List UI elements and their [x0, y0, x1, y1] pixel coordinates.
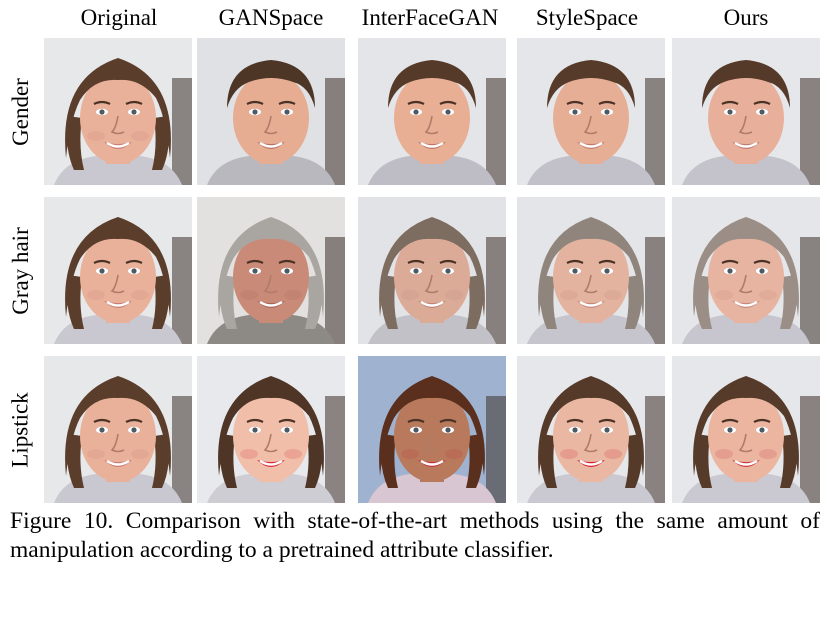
face-portrait: [197, 356, 345, 503]
column-header-ours: Ours: [723, 5, 769, 30]
column-header-stylespace: StyleSpace: [535, 5, 639, 30]
face-image-gray-hair-interfacegan: [358, 197, 506, 344]
face-image-lipstick-original: [44, 356, 192, 503]
face-image-gray-hair-ganspace: [197, 197, 345, 344]
figure-caption: Figure 10. Comparison with state-of-the-…: [10, 508, 820, 563]
column-header-ganspace: GANSpace: [218, 5, 324, 30]
face-image-gray-hair-stylespace: [517, 197, 665, 344]
row-label-lipstick-text: Lipstick: [8, 391, 34, 468]
face-image-gender-stylespace: [517, 38, 665, 185]
row-label-gender-text: Gender: [8, 77, 33, 146]
column-header-original: Original: [80, 5, 158, 30]
face-portrait: [358, 38, 506, 185]
face-portrait: [44, 356, 192, 503]
face-image-gender-original: [44, 38, 192, 185]
row-label-lipstick: Lipstick: [0, 356, 42, 503]
face-portrait: [197, 38, 345, 185]
face-image-lipstick-ours: [672, 356, 820, 503]
face-portrait: [44, 38, 192, 185]
face-portrait: [672, 38, 820, 185]
face-image-lipstick-ganspace: [197, 356, 345, 503]
face-image-gender-ours: [672, 38, 820, 185]
face-portrait: [197, 197, 345, 344]
row-label-gender: Gender: [0, 38, 42, 185]
face-image-lipstick-stylespace: [517, 356, 665, 503]
face-portrait: [517, 38, 665, 185]
face-image-lipstick-interfacegan: [358, 356, 506, 503]
row-label-gray-hair: Gray hair: [0, 197, 42, 344]
face-portrait: [517, 197, 665, 344]
face-portrait: [44, 197, 192, 344]
face-image-gender-ganspace: [197, 38, 345, 185]
face-portrait: [517, 356, 665, 503]
column-header-interfacegan: InterFaceGAN: [361, 5, 499, 30]
face-portrait: [672, 356, 820, 503]
row-label-gray-hair-text: Gray hair: [8, 226, 33, 315]
face-portrait: [358, 197, 506, 344]
face-portrait: [672, 197, 820, 344]
face-image-gender-interfacegan: [358, 38, 506, 185]
face-image-gray-hair-original: [44, 197, 192, 344]
face-portrait: [358, 356, 506, 503]
face-image-gray-hair-ours: [672, 197, 820, 344]
